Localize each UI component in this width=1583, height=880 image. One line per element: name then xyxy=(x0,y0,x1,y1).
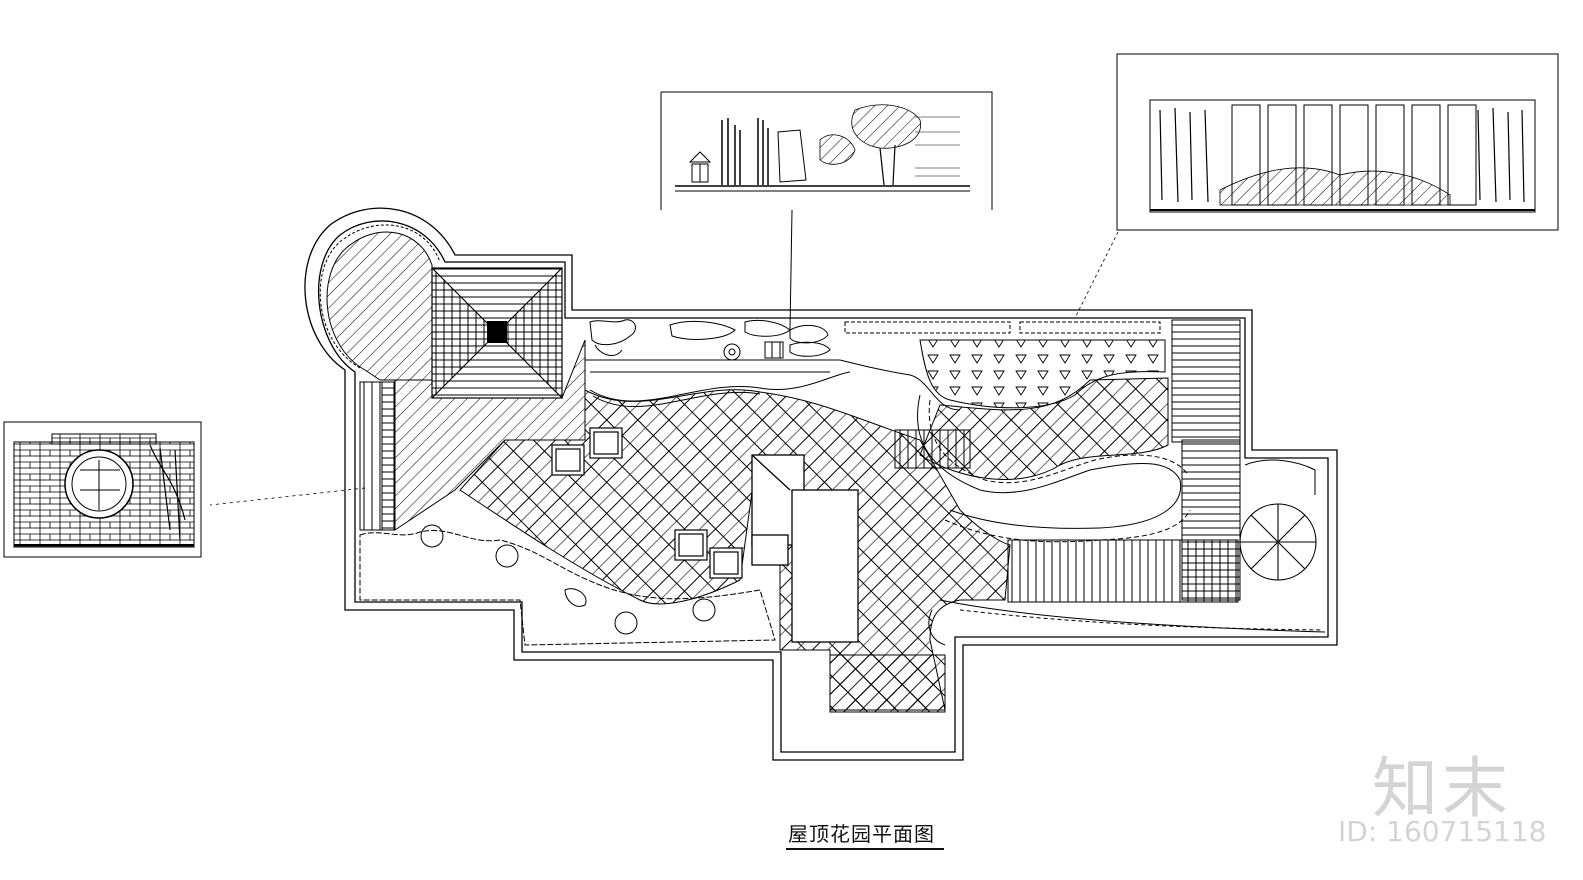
triangle-lawn xyxy=(844,321,1166,409)
central-building xyxy=(751,454,859,643)
leader-line-right xyxy=(1074,231,1119,319)
drawing-title: 屋顶花园平面图 xyxy=(788,822,935,846)
watermark-id: ID: 160715118 xyxy=(1338,815,1547,848)
watermark-logo: 知末 xyxy=(1372,750,1512,827)
round-umbrella xyxy=(1239,503,1317,581)
site-boundary xyxy=(304,207,1338,761)
water-feature xyxy=(585,359,961,411)
round-paved-area xyxy=(319,224,441,381)
detail-landscape-elevation xyxy=(660,91,993,210)
title-underline xyxy=(786,848,944,850)
leader-line-top xyxy=(789,209,793,331)
stepping-stones xyxy=(551,427,743,579)
bottom-left-planting xyxy=(359,524,776,646)
pavilion-roof xyxy=(431,267,563,399)
right-planter-bed xyxy=(928,459,1326,646)
detail-moon-gate-elevation xyxy=(3,421,202,558)
leader-line-left xyxy=(209,487,366,506)
left-planter-strip xyxy=(359,381,395,531)
rockery-top xyxy=(589,319,831,361)
pergola-stairs xyxy=(1007,319,1241,603)
wooden-steps xyxy=(894,429,971,469)
detail-screen-wall-elevation xyxy=(1116,53,1559,231)
